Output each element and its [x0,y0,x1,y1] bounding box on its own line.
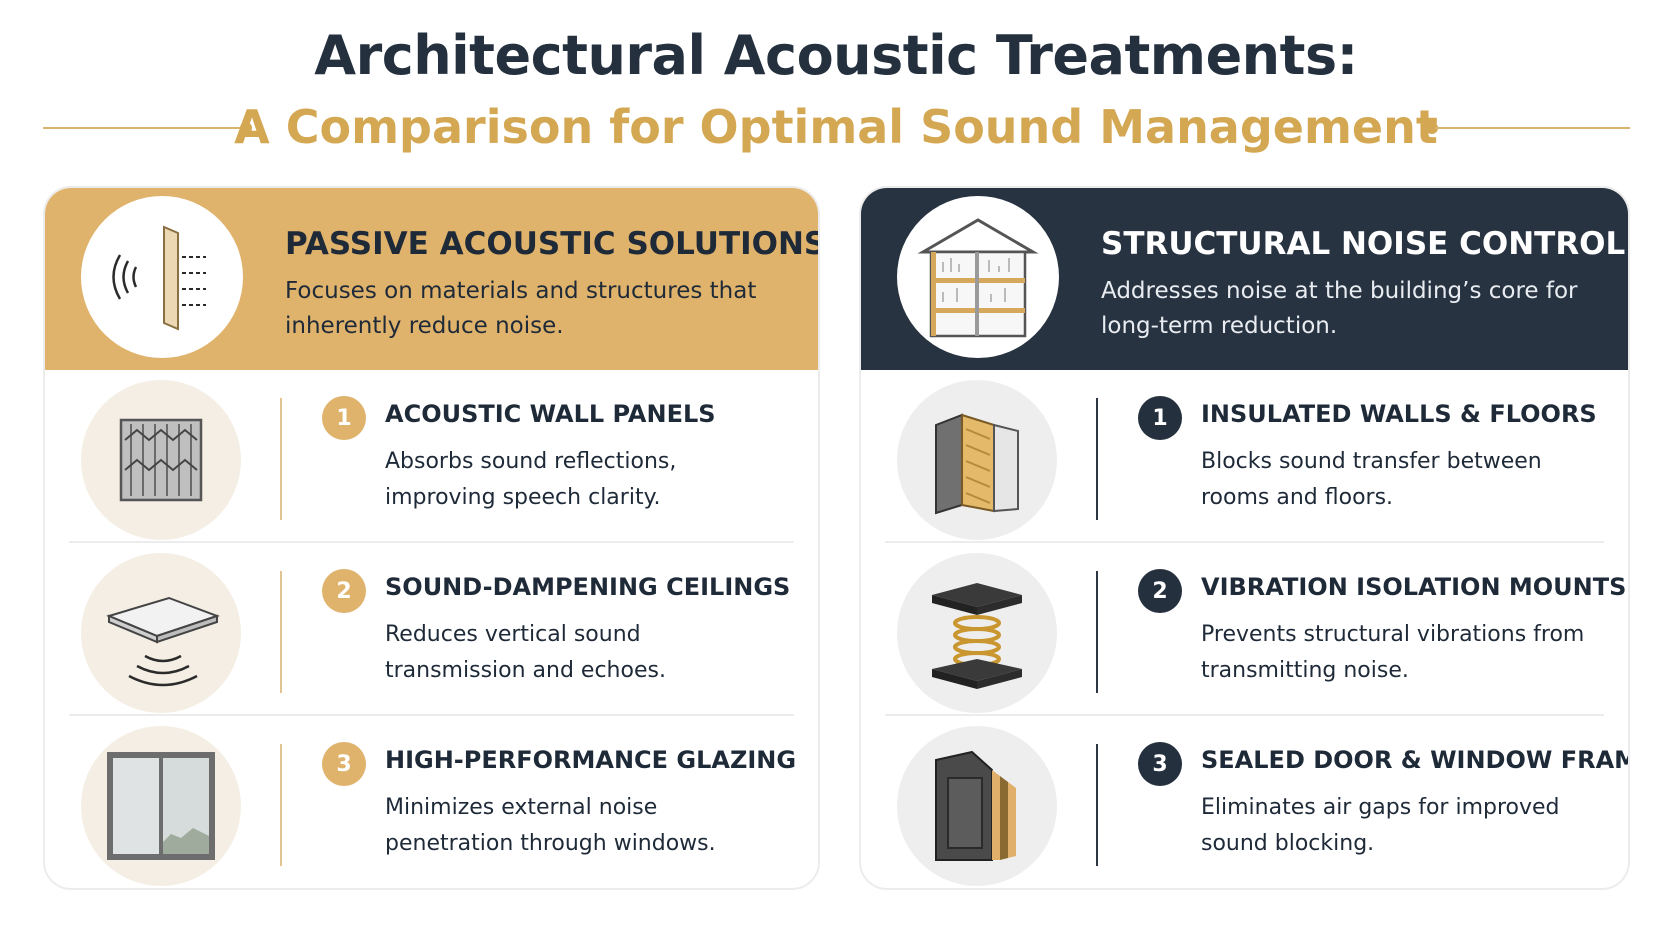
item-description: Reduces vertical sound transmission and … [385,622,666,683]
item-title: INSULATED WALLS & FLOORS [1201,400,1597,428]
row-divider [885,541,1604,543]
row-divider [69,541,794,543]
item-description: Minimizes external noise penetration thr… [385,795,716,856]
divider [1096,571,1098,693]
item-number-badge: 1 [1138,396,1182,440]
item-title: SEALED DOOR & WINDOW FRAMES [1201,746,1630,774]
item-title: HIGH-PERFORMANCE GLAZING [385,746,797,774]
item-description: Blocks sound transfer between rooms and … [1201,449,1542,510]
item-title: SOUND-DAMPENING CEILINGS [385,573,791,601]
passive-solutions-card: PASSIVE ACOUSTIC SOLUTIONS Focuses on ma… [43,186,820,890]
panel-title: STRUCTURAL NOISE CONTROL [1101,226,1626,262]
item-title: ACOUSTIC WALL PANELS [385,400,716,428]
sound-absorbing-panel-icon [81,196,243,358]
card-header: STRUCTURAL NOISE CONTROL Addresses noise… [861,188,1628,370]
item-number-badge: 1 [322,396,366,440]
subtitle-dot-left [240,122,252,134]
item-description: Absorbs sound reflections, improving spe… [385,449,677,510]
card-header: PASSIVE ACOUSTIC SOLUTIONS Focuses on ma… [45,188,818,370]
row-divider [69,714,794,716]
ceiling-tile-icon [81,553,241,713]
list-item: 3 HIGH-PERFORMANCE GLAZING Minimizes ext… [45,716,818,888]
subtitle-rule-right [1435,127,1630,129]
divider [280,571,282,693]
spring-mount-icon [897,553,1057,713]
item-number-badge: 3 [1138,742,1182,786]
divider [280,744,282,866]
item-description: Eliminates air gaps for improved sound b… [1201,795,1560,856]
sealed-frame-icon [897,726,1057,886]
divider [280,398,282,520]
building-section-icon [897,196,1059,358]
item-title: VIBRATION ISOLATION MOUNTS [1201,573,1627,601]
panel-title: PASSIVE ACOUSTIC SOLUTIONS [285,226,820,262]
page-subtitle: A Comparison for Optimal Sound Managemen… [234,100,1438,154]
insulated-wall-icon [897,380,1057,540]
panel-description: Focuses on materials and structures that… [285,278,757,339]
row-divider [885,714,1604,716]
subtitle-dot-right [1426,122,1438,134]
list-item: 3 SEALED DOOR & WINDOW FRAMES Eliminates… [861,716,1630,888]
subtitle-row: A Comparison for Optimal Sound Managemen… [0,96,1672,158]
panel-description: Addresses noise at the building’s core f… [1101,278,1578,339]
divider [1096,744,1098,866]
list-item: 1 INSULATED WALLS & FLOORS Blocks sound … [861,370,1628,543]
divider [1096,398,1098,520]
item-description: Prevents structural vibrations from tran… [1201,622,1585,683]
structural-control-card: STRUCTURAL NOISE CONTROL Addresses noise… [859,186,1630,890]
list-item: 1 ACOUSTIC WALL PANELS Absorbs sound ref… [45,370,818,543]
item-number-badge: 2 [322,569,366,613]
subtitle-rule-left [43,127,243,129]
list-item: 2 SOUND-DAMPENING CEILINGS Reduces verti… [45,543,818,716]
item-number-badge: 2 [1138,569,1182,613]
window-icon [81,726,241,886]
list-item: 2 VIBRATION ISOLATION MOUNTS Prevents st… [861,543,1628,716]
item-number-badge: 3 [322,742,366,786]
wall-panel-icon [81,380,241,540]
page-title: Architectural Acoustic Treatments: [314,24,1358,87]
